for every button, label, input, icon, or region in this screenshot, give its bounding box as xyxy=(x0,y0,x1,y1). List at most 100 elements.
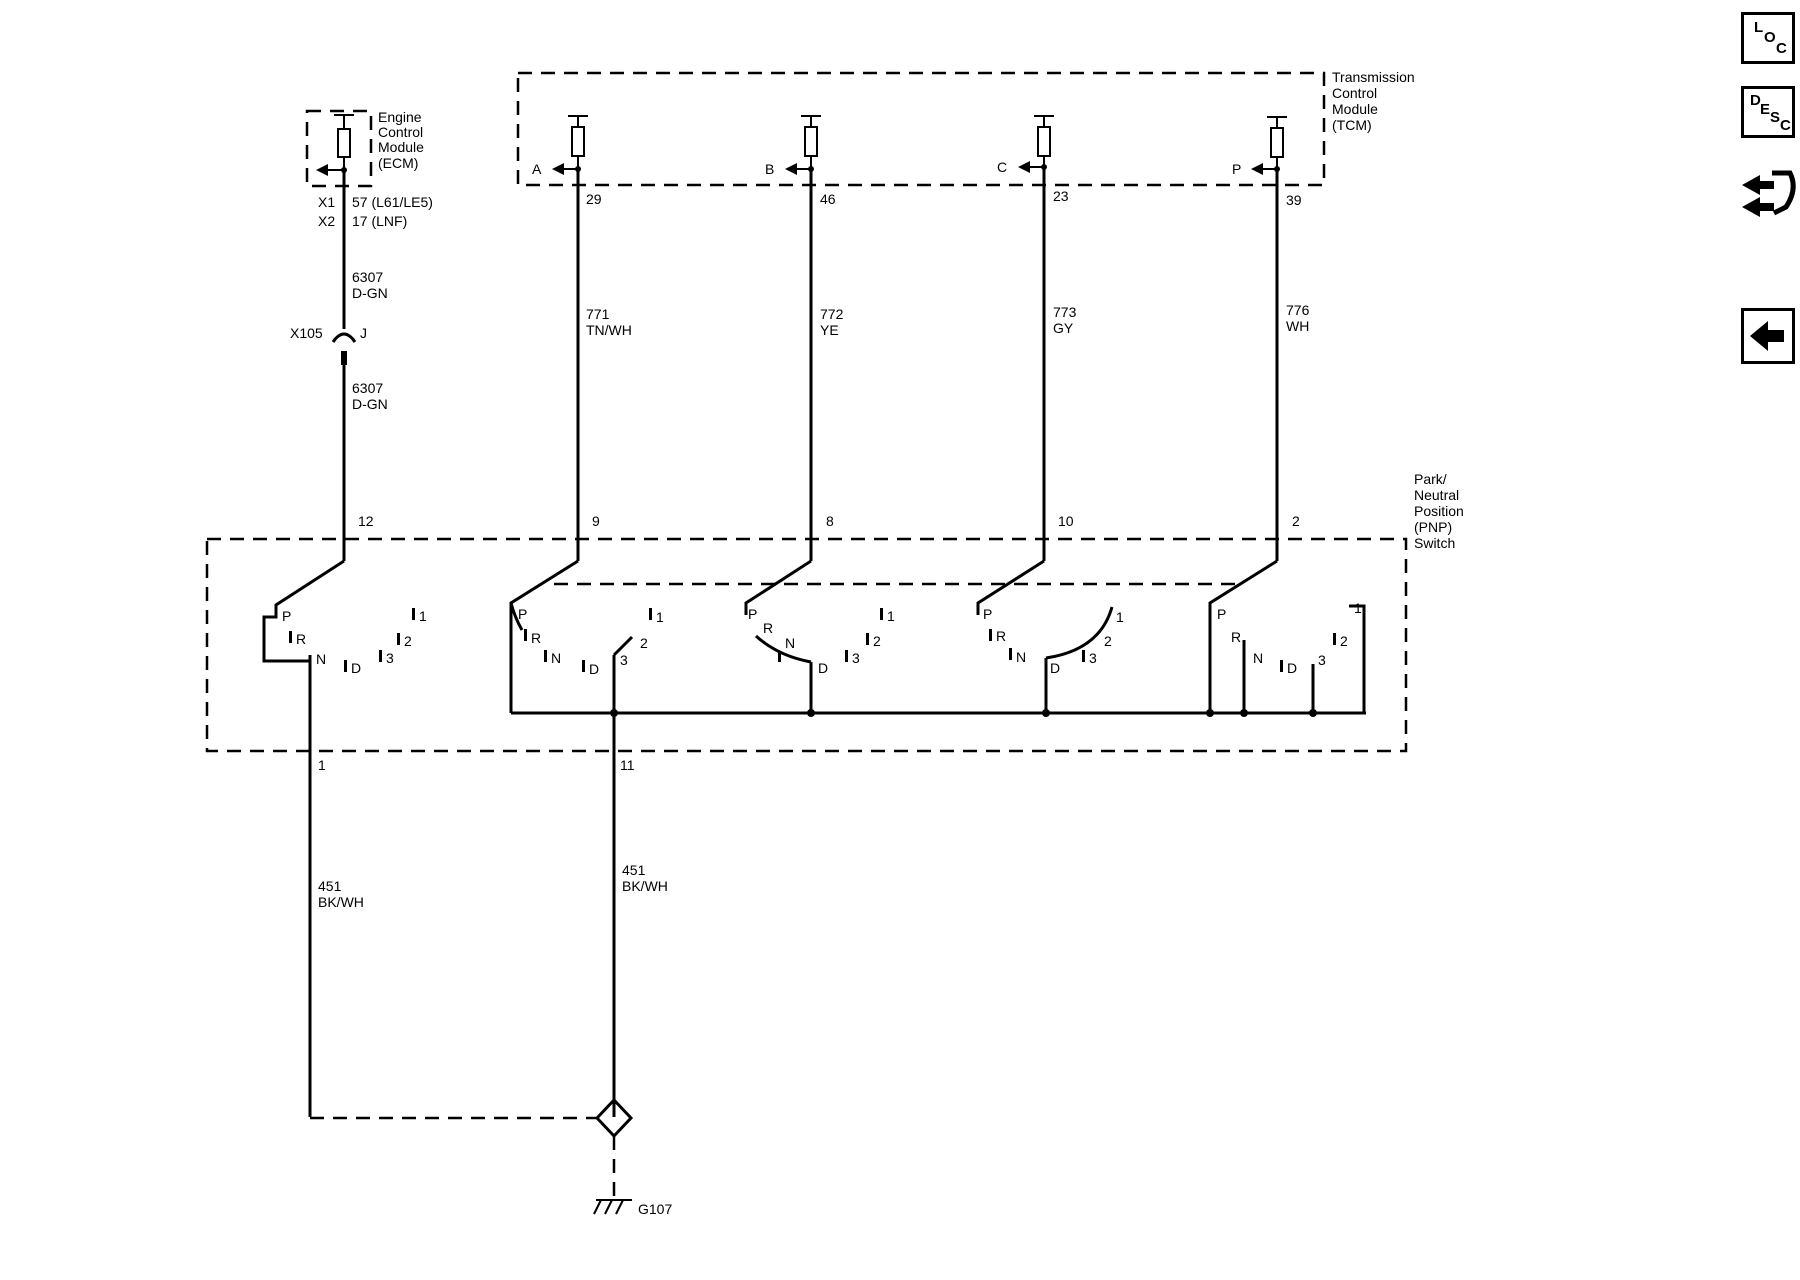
switch-section-p: P R N D 3 2 1 xyxy=(1206,559,1366,717)
svg-text:P: P xyxy=(518,606,527,622)
pnp-pin-12: 12 xyxy=(358,513,374,529)
pnp-pin-9: 9 xyxy=(592,513,600,529)
svg-text:2: 2 xyxy=(1340,633,1348,649)
svg-text:P: P xyxy=(983,606,992,622)
svg-text:1: 1 xyxy=(419,608,427,624)
svg-text:D: D xyxy=(589,661,599,677)
tcm-input-c: C 23 773 GY xyxy=(997,115,1077,561)
svg-text:R: R xyxy=(296,631,306,647)
switch-section-a: P R N D 3 2 1 xyxy=(509,559,1366,717)
tcm-signal-b: B xyxy=(765,161,774,177)
back-button[interactable] xyxy=(1741,308,1795,364)
connector-end-view-icon[interactable] xyxy=(1738,163,1800,223)
ecm-label-line2: Control xyxy=(378,124,423,140)
svg-text:D: D xyxy=(1050,660,1060,676)
tcm-pin-a: 29 xyxy=(586,191,602,207)
ecm-label-line3: Module xyxy=(378,139,424,155)
ground-circuit-left-num: 451 xyxy=(318,878,342,894)
svg-text:N: N xyxy=(785,635,795,651)
ecm-circuit-lower-color: D-GN xyxy=(352,396,388,412)
circuit-771-num: 771 xyxy=(586,306,610,322)
description-button[interactable]: D E S C xyxy=(1741,86,1795,138)
svg-text:2: 2 xyxy=(404,633,412,649)
svg-text:3: 3 xyxy=(1318,652,1326,668)
ecm-label-line1: Engine xyxy=(378,109,422,125)
svg-text:R: R xyxy=(763,620,773,636)
tcm-label-line4: (TCM) xyxy=(1332,117,1372,133)
ecm-circuit-upper-num: 6307 xyxy=(352,269,383,285)
location-button[interactable]: L O C xyxy=(1741,12,1795,64)
ecm-x1-label: X1 xyxy=(318,194,335,210)
svg-text:D: D xyxy=(351,660,361,676)
ecm-x2-label: X2 xyxy=(318,213,335,229)
svg-text:3: 3 xyxy=(1089,650,1097,666)
svg-text:2: 2 xyxy=(1104,633,1112,649)
pnp-pin-8: 8 xyxy=(826,513,834,529)
switch-section-b: P R N D 3 2 1 xyxy=(744,559,895,717)
ground-label: G107 xyxy=(638,1201,672,1217)
tcm-label-line1: Transmission xyxy=(1332,69,1415,85)
circuit-772-color: YE xyxy=(820,322,839,338)
x105-pin: J xyxy=(360,325,367,341)
ground-circuit-right-color: BK/WH xyxy=(622,878,668,894)
pnp-label-line2: Neutral xyxy=(1414,487,1459,503)
tcm-pin-p: 39 xyxy=(1286,192,1302,208)
svg-text:R: R xyxy=(996,628,1006,644)
svg-text:2: 2 xyxy=(640,635,648,651)
svg-text:P: P xyxy=(282,608,291,624)
tcm-input-p: P 39 776 WH xyxy=(1232,116,1310,561)
tcm-module: Transmission Control Module (TCM) xyxy=(516,69,1415,187)
svg-text:3: 3 xyxy=(852,650,860,666)
tcm-label-line3: Module xyxy=(1332,101,1378,117)
circuit-776-num: 776 xyxy=(1286,302,1310,318)
svg-text:N: N xyxy=(551,650,561,666)
switch-section-c: P R N D 3 2 1 xyxy=(976,559,1124,717)
ground-symbol xyxy=(593,1199,632,1215)
ecm-circuit-upper-color: D-GN xyxy=(352,285,388,301)
circuit-771-color: TN/WH xyxy=(586,322,632,338)
tcm-signal-c: C xyxy=(997,159,1007,175)
ground-circuit-left-color: BK/WH xyxy=(318,894,364,910)
pnp-pin-2: 2 xyxy=(1292,513,1300,529)
ecm-circuit-lower-num: 6307 xyxy=(352,380,383,396)
ecm-x1-pin: 57 (L61/LE5) xyxy=(352,194,433,210)
pnp-pin-10: 10 xyxy=(1058,513,1074,529)
tcm-pin-b: 46 xyxy=(820,191,836,207)
ecm-x2-pin: 17 (LNF) xyxy=(352,213,407,229)
ecm-label-line4: (ECM) xyxy=(378,155,418,171)
svg-text:3: 3 xyxy=(620,652,628,668)
pnp-label-line4: (PNP) xyxy=(1414,519,1452,535)
tcm-input-a: A 29 771 TN/WH xyxy=(532,115,632,561)
svg-text:1: 1 xyxy=(1116,609,1124,625)
svg-text:3: 3 xyxy=(386,650,394,666)
svg-text:D: D xyxy=(818,660,828,676)
svg-text:1: 1 xyxy=(887,608,895,624)
svg-text:R: R xyxy=(531,630,541,646)
tcm-signal-p: P xyxy=(1232,161,1241,177)
svg-text:P: P xyxy=(748,606,757,622)
tcm-pin-c: 23 xyxy=(1053,188,1069,204)
back-arrow-icon xyxy=(1750,321,1784,351)
svg-text:1: 1 xyxy=(1354,600,1362,616)
pnp-pin-11: 11 xyxy=(620,757,635,773)
tcm-input-b: B 46 772 YE xyxy=(765,115,844,561)
svg-text:D: D xyxy=(1287,660,1297,676)
svg-text:1: 1 xyxy=(656,609,664,625)
circuit-776-color: WH xyxy=(1286,318,1309,334)
ecm-module: Engine Control Module (ECM) xyxy=(305,109,424,188)
pnp-label-line5: Switch xyxy=(1414,535,1455,551)
pnp-pin-1: 1 xyxy=(318,757,326,773)
svg-text:P: P xyxy=(1217,606,1226,622)
circuit-773-num: 773 xyxy=(1053,304,1077,320)
tcm-signal-a: A xyxy=(532,161,542,177)
svg-text:N: N xyxy=(1253,650,1263,666)
pnp-switch: Park/ Neutral Position (PNP) Switch xyxy=(205,471,1464,753)
x105-name: X105 xyxy=(290,325,323,341)
svg-text:2: 2 xyxy=(873,633,881,649)
pnp-label-line3: Position xyxy=(1414,503,1464,519)
svg-text:R: R xyxy=(1231,629,1241,645)
pnp-label-line1: Park/ xyxy=(1414,471,1447,487)
ground-circuit-right-num: 451 xyxy=(622,862,646,878)
switch-section-ecm: P R N D 3 2 1 xyxy=(262,559,427,1117)
